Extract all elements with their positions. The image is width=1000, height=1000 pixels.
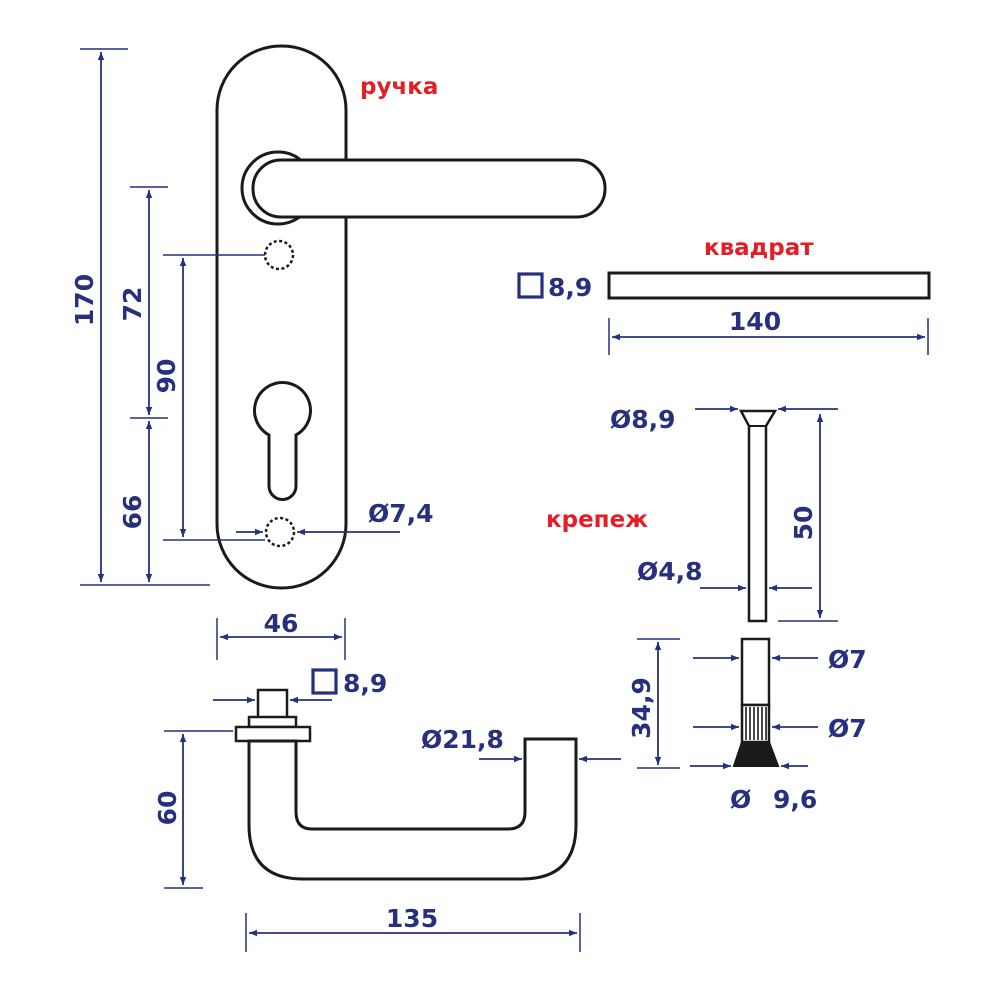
dimension-sleeve-diameter-knurl: Ø7	[693, 714, 867, 743]
dimension-7-4-label: Ø7,4	[368, 499, 434, 528]
spindle-8-9-label: 8,9	[548, 273, 592, 302]
dimension-spindle-length: 140	[608, 307, 929, 355]
dimension-lever-projection: 60	[153, 730, 233, 889]
fastener-title: крепеж	[546, 507, 648, 533]
dimension-90-label: 90	[152, 359, 181, 394]
dimension-bolt-shaft-diameter: Ø4,8	[637, 557, 812, 592]
dimension-plate-width: 46	[216, 609, 346, 660]
dimension-170-label: 170	[70, 274, 99, 326]
dimension-7-knurl-label: Ø7	[828, 714, 867, 743]
dimension-72-label: 72	[118, 287, 147, 322]
dimension-upper-height: 72	[118, 186, 168, 419]
dimension-7-top-label: Ø7	[828, 645, 867, 674]
handle-title: ручка	[360, 74, 438, 100]
lever-side-view	[234, 688, 578, 881]
dimension-135-label: 135	[386, 904, 438, 933]
square-title: квадрат	[704, 235, 814, 261]
dimension-60-label: 60	[153, 791, 182, 826]
dimension-46-label: 46	[264, 609, 299, 638]
spindle-bar	[607, 271, 931, 300]
dimension-sleeve-length: 34,9	[627, 638, 680, 769]
dimension-lower-height: 66	[118, 421, 153, 582]
bolt-screw	[738, 409, 778, 623]
dimension-lever-length: 135	[245, 904, 581, 952]
dimension-34-9-label: 34,9	[627, 677, 656, 739]
backplate	[215, 44, 348, 590]
sleeve-nut	[732, 637, 780, 767]
dimension-sleeve-diameter-top: Ø7	[693, 645, 867, 674]
screw-hole-top	[263, 239, 295, 271]
dimension-plate-height: 170	[70, 48, 210, 586]
square-section-icon	[517, 272, 544, 299]
dimension-lever-diameter: Ø21,8	[421, 725, 621, 763]
spindle-section-dim: 8,9	[517, 272, 592, 302]
dimension-bolt-head-diameter: Ø8,9	[610, 405, 838, 434]
dimension-bolt-length: 50	[778, 414, 838, 622]
screw-hole-bottom	[264, 516, 296, 548]
dimension-hole-spacing: 90	[152, 254, 265, 541]
square-section-icon-handle	[311, 668, 338, 695]
handle-lever-top-view	[240, 150, 607, 226]
dimension-4-8-label: Ø4,8	[637, 557, 703, 586]
dimension-screw-hole-diameter: Ø7,4	[236, 499, 434, 536]
diameter-symbol: Ø	[730, 785, 751, 814]
handle-8-9-label: 8,9	[343, 669, 387, 698]
keyhole-cylinder-cutout	[253, 380, 312, 501]
dimension-50-label: 50	[789, 506, 818, 541]
dimension-9-6-label: 9,6	[773, 785, 817, 814]
dimension-bolt-8-9-label: Ø8,9	[610, 405, 676, 434]
dimension-66-label: 66	[118, 495, 147, 530]
dimension-21-8-label: Ø21,8	[421, 725, 504, 754]
dimension-sleeve-base-diameter: Ø 9,6	[690, 762, 817, 814]
dimension-140-label: 140	[729, 307, 781, 336]
handle-square-dim: 8,9	[213, 668, 387, 704]
